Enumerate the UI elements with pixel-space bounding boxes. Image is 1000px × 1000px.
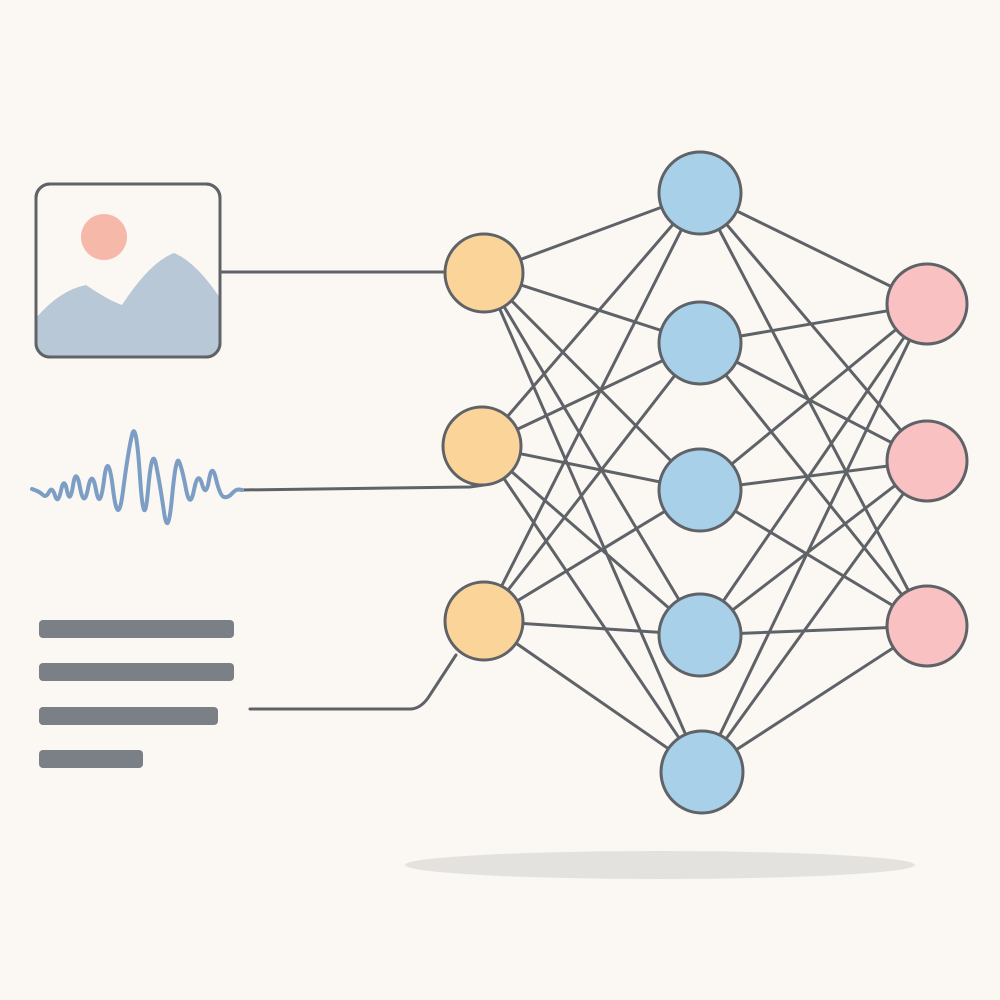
waveform-icon [30,429,244,526]
network-edge [698,341,929,628]
text-line [39,620,234,638]
output-node [885,262,969,346]
image-mountains [36,253,220,357]
input-node [441,405,523,487]
network-edge [698,341,929,463]
network-edge [700,459,929,774]
network-edge [698,459,929,637]
network-edge [480,444,704,774]
text-line [39,663,234,681]
input-node [443,232,525,314]
network-edge [698,191,929,463]
network-edge [700,302,929,774]
image-sun [81,214,127,260]
audio-connector-line [238,483,486,492]
output-node [885,584,969,668]
hidden-node [657,150,743,236]
network-edge [698,302,929,637]
hidden-node [659,729,745,815]
text-connector-line [248,653,458,711]
network-edge [482,191,702,623]
network-edge [482,271,704,774]
text-line [39,750,143,768]
hidden-node [657,447,743,533]
network-edge [698,488,929,628]
text-line [39,707,218,725]
network-edge [482,341,702,623]
modality-connectors [218,270,486,711]
hidden-node [657,300,743,386]
output-node [885,419,969,503]
network-edge [482,619,704,774]
text-lines-icon [39,620,234,768]
network-nodes [441,150,969,815]
image-icon [34,182,222,359]
ground-shadow [405,851,915,879]
network-edge [698,191,929,628]
network-edge [480,444,702,637]
input-node [443,580,525,662]
network-edge [698,302,929,492]
network-edge [482,271,702,492]
network-edge [482,271,702,637]
network-edge [480,191,702,448]
network-edge [700,624,929,774]
hidden-node [657,592,743,678]
